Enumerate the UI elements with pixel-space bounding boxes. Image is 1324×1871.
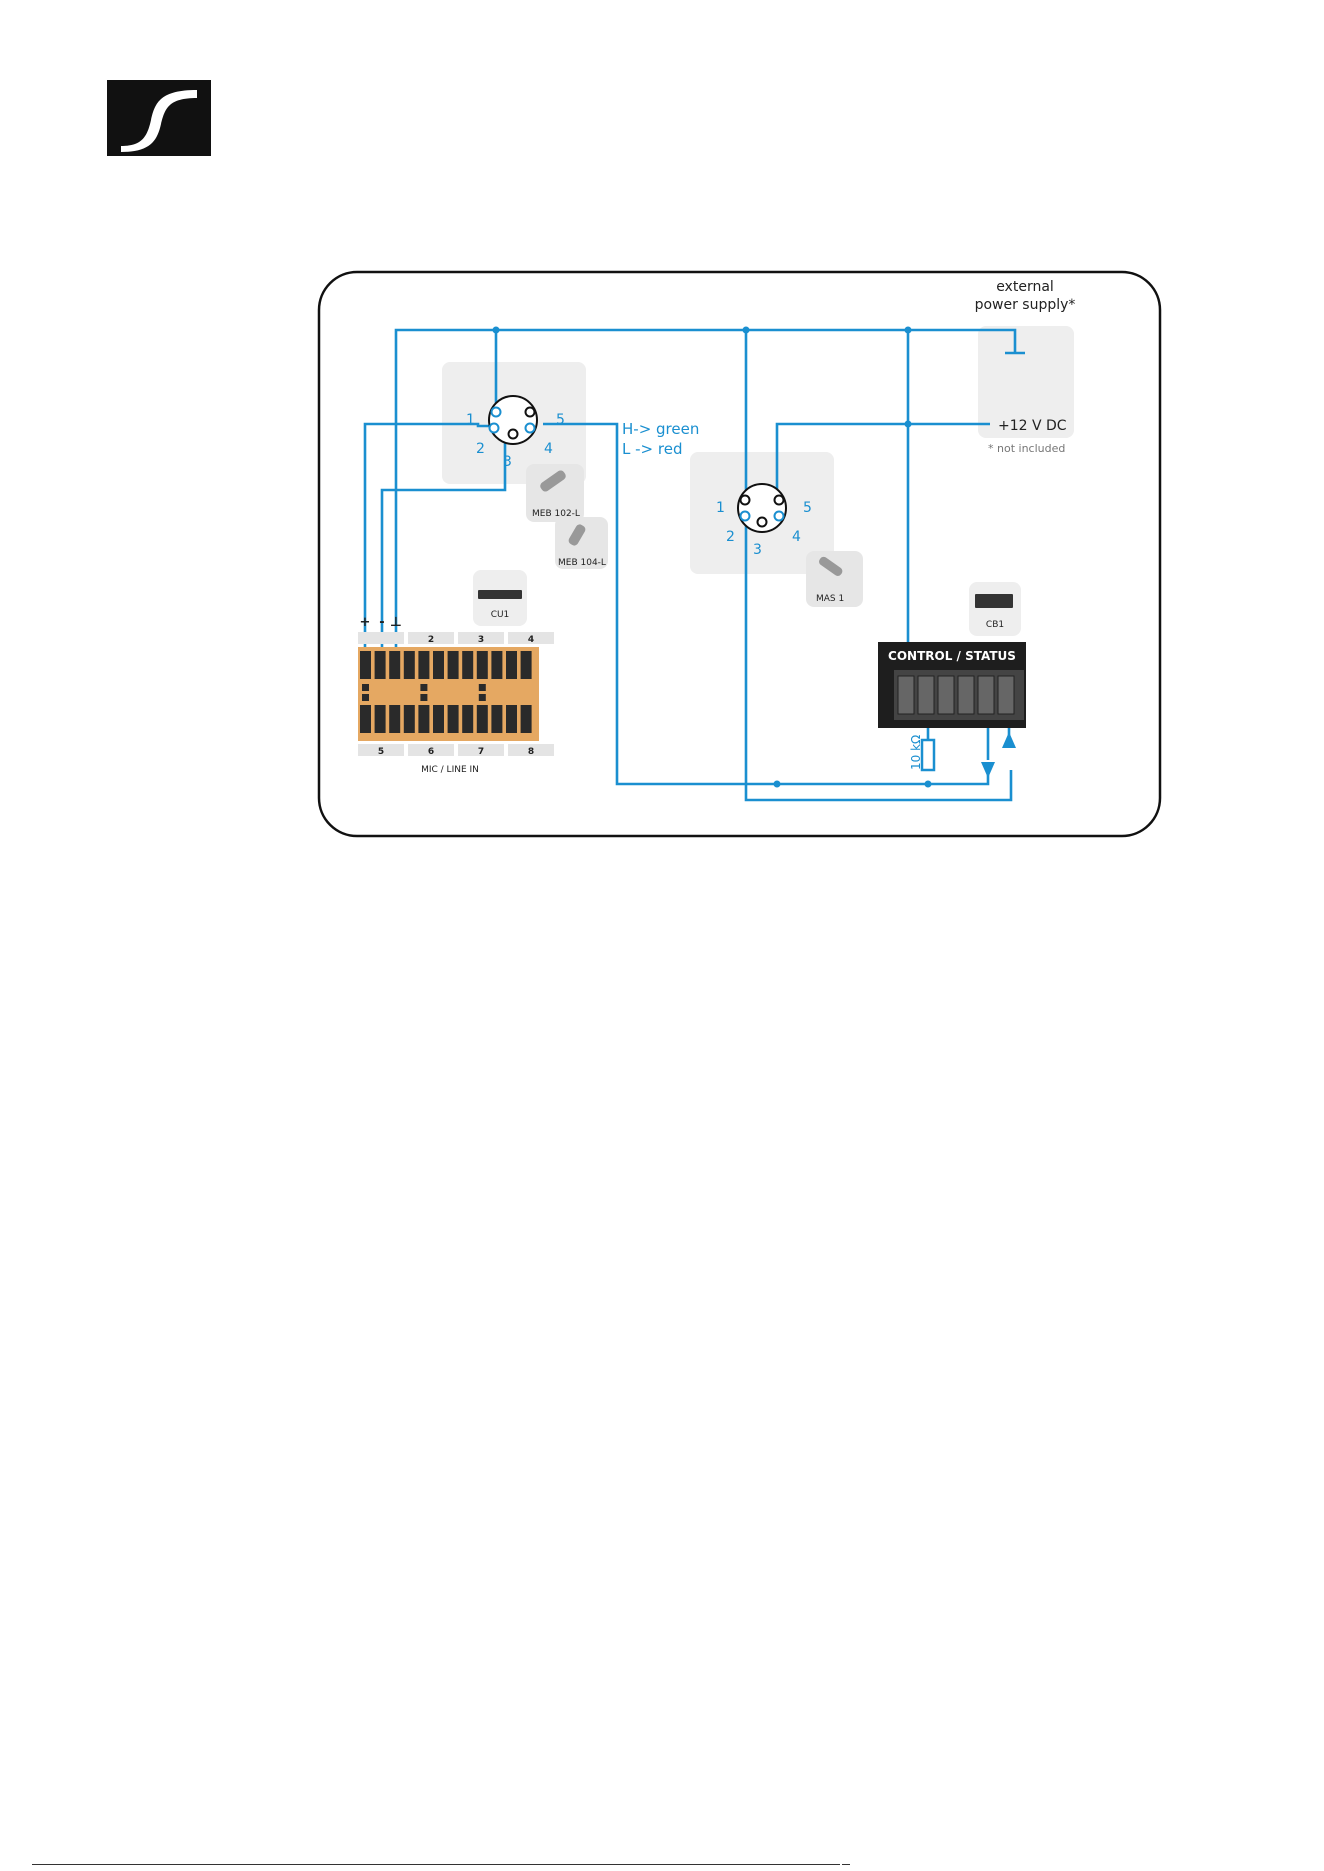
terminal-pin: [521, 651, 532, 679]
control-box-icon: [975, 594, 1013, 608]
terminal-pin: [506, 705, 517, 733]
terminal-pin: [462, 651, 473, 679]
channel-4: 4: [528, 635, 534, 645]
channel-6: 6: [428, 747, 434, 757]
left-note-h: H-> green: [622, 420, 699, 438]
control-status-label: CONTROL / STATUS: [888, 649, 1016, 663]
terminal-block-label: MIC / LINE IN: [421, 765, 479, 775]
polarity-ground: ⊥: [390, 615, 402, 630]
terminal-pin: [521, 705, 532, 733]
terminal-pin: [360, 651, 371, 679]
right-pin-5: 5: [803, 500, 812, 516]
rack-unit-icon: [478, 590, 522, 599]
terminal-screw: [479, 684, 486, 691]
right-pin-3: 3: [753, 542, 762, 558]
terminal-pin: [506, 651, 517, 679]
terminal-screw: [362, 694, 369, 701]
channel-8: 8: [528, 747, 534, 757]
terminal-pin: [375, 651, 386, 679]
control-status-block: CONTROL / STATUS: [878, 642, 1026, 728]
terminal-screw: [362, 684, 369, 691]
terminal-pin: [375, 705, 386, 733]
right-pin-4: 4: [792, 529, 801, 545]
terminal-pin: [360, 705, 371, 733]
footer-rule: [32, 1864, 840, 1865]
terminal-pin: [448, 705, 459, 733]
terminal-pin: [448, 651, 459, 679]
terminal-pin: [404, 651, 415, 679]
left-pin-5: 5: [556, 412, 565, 428]
left-pin-3: 3: [503, 454, 512, 470]
meb104-label: MEB 104-L: [558, 558, 606, 568]
terminal-pin: [491, 651, 502, 679]
terminal-pin: [418, 651, 429, 679]
terminal-pin: [491, 705, 502, 733]
cb1-label: CB1: [986, 620, 1004, 630]
wiring-diagram: 10 kΩ 1 2 3 4 5 H-> green L -> red MEB 1…: [0, 0, 1324, 860]
channel-7: 7: [478, 747, 484, 757]
terminal-pin: [462, 705, 473, 733]
control-status-slot: [918, 676, 934, 714]
arrow-down-icon: [981, 762, 995, 778]
terminal-screw: [420, 694, 427, 701]
channel-5: 5: [378, 747, 384, 757]
left-pin-2: 2: [476, 441, 485, 457]
terminal-pin: [433, 705, 444, 733]
power-supply-voltage: +12 V DC: [998, 418, 1067, 434]
power-supply-title-2: power supply*: [975, 297, 1076, 313]
terminal-pin: [389, 651, 400, 679]
terminal-pin: [418, 705, 429, 733]
polarity-plus: +: [360, 615, 371, 630]
channel-3: 3: [478, 635, 484, 645]
terminal-pin: [477, 705, 488, 733]
terminal-pin: [433, 651, 444, 679]
terminal-screw: [420, 684, 427, 691]
right-pin-1: 1: [716, 500, 725, 516]
terminal-screw: [479, 694, 486, 701]
meb102-label: MEB 102-L: [532, 509, 580, 519]
control-status-slot: [998, 676, 1014, 714]
resistor-label: 10 kΩ: [909, 735, 923, 770]
power-supply-footnote: * not included: [988, 442, 1065, 455]
channel-2: 2: [428, 635, 434, 645]
terminal-block: + - ⊥ 2 3 4 5 6 7 8 MIC / LINE IN: [358, 615, 554, 775]
control-status-slot: [958, 676, 974, 714]
left-note-l: L -> red: [622, 440, 682, 458]
control-status-slot: [938, 676, 954, 714]
cu1-label: CU1: [491, 610, 510, 620]
footer-rule-tick: [842, 1864, 850, 1865]
terminal-pin: [389, 705, 400, 733]
resistor-symbol: [922, 740, 934, 770]
arrow-up-icon: [1002, 732, 1016, 748]
mas1-label: MAS 1: [816, 594, 844, 604]
control-status-slot: [898, 676, 914, 714]
terminal-pin: [404, 705, 415, 733]
control-status-slot: [978, 676, 994, 714]
polarity-minus: -: [379, 615, 384, 630]
left-pin-1: 1: [466, 412, 475, 428]
power-supply-title-1: external: [996, 279, 1054, 295]
terminal-pin: [477, 651, 488, 679]
left-pin-4: 4: [544, 441, 553, 457]
right-pin-2: 2: [726, 529, 735, 545]
